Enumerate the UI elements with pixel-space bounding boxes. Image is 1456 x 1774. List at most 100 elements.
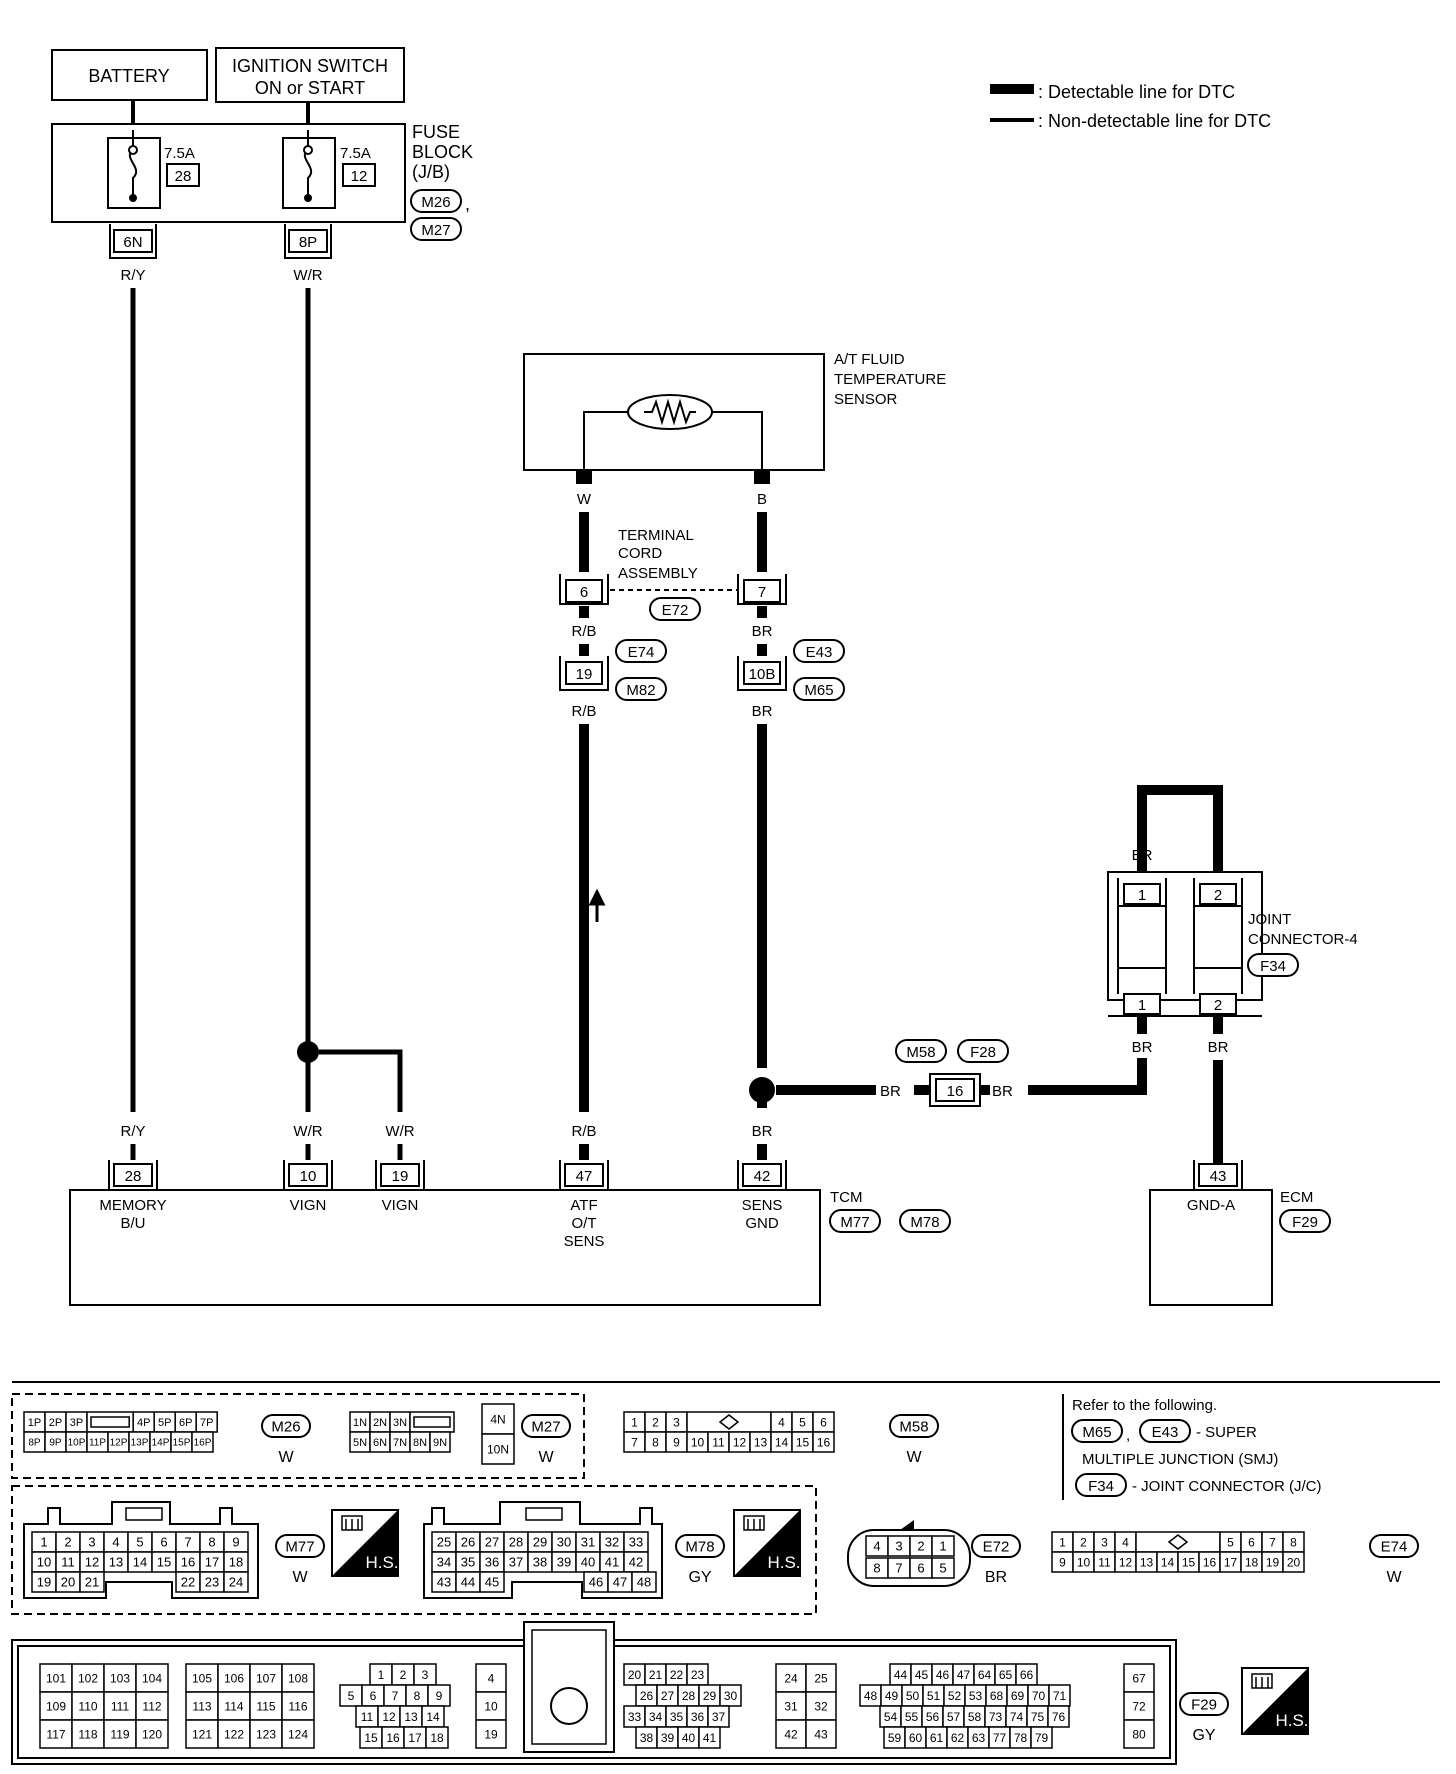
f29-cavity: 106 — [224, 1671, 244, 1685]
svg-text:W/R: W/R — [385, 1123, 414, 1140]
f29-cavity: 62 — [951, 1731, 965, 1745]
svg-text:O/T: O/T — [572, 1215, 597, 1232]
m26-cavity: 14P — [152, 1438, 170, 1449]
f29-cavity: 108 — [288, 1671, 308, 1685]
svg-text:19: 19 — [576, 666, 593, 683]
f29-cavity: 30 — [724, 1689, 738, 1703]
wire-color-wr-top: W/R — [293, 267, 322, 284]
f29-cavity: 3 — [422, 1668, 429, 1682]
m58-cavity: 7 — [631, 1435, 638, 1449]
f29-cavity: 111 — [111, 1699, 130, 1713]
e72-cavity: 3 — [895, 1539, 902, 1554]
m26-cavity: 3P — [70, 1417, 83, 1429]
m77-cavity: 9 — [232, 1535, 239, 1550]
tcm-term-19: 19 — [392, 1168, 409, 1185]
f29-cavity: 117 — [46, 1727, 65, 1741]
e74-cavity: 2 — [1080, 1535, 1087, 1549]
f29-cavity: 112 — [142, 1699, 161, 1713]
m58-cavity: 2 — [652, 1415, 659, 1429]
svg-text:M65: M65 — [804, 682, 833, 699]
thermistor-symbol — [644, 398, 696, 426]
f29-cavity: 17 — [408, 1731, 422, 1745]
m78-cavity: 30 — [557, 1535, 571, 1550]
f29-cavity: 104 — [142, 1671, 162, 1685]
e72-cavity: 8 — [873, 1561, 880, 1576]
m26-cavity: 4P — [137, 1417, 150, 1429]
f29-cavity: 119 — [110, 1727, 129, 1741]
f29-cavity: 11 — [361, 1710, 374, 1724]
battery-box: BATTERY — [51, 49, 208, 101]
m26-cavity: 10P — [68, 1438, 86, 1449]
e74-cavity: 14 — [1161, 1555, 1175, 1569]
m78-cavity: 42 — [629, 1555, 643, 1570]
connector-m78-id: M78 — [685, 1539, 714, 1556]
e74-cavity: 11 — [1098, 1555, 1111, 1569]
svg-text:SENS: SENS — [564, 1233, 605, 1250]
f29-locking-hole — [550, 1687, 588, 1725]
battery-label: BATTERY — [88, 66, 169, 86]
f29-cavity: 5 — [348, 1689, 355, 1703]
m58-cavity: 9 — [673, 1435, 680, 1449]
terminal-8p: 8P — [284, 224, 332, 259]
m78-cavity: 48 — [637, 1575, 651, 1590]
terminal-6n: 6N — [109, 224, 157, 259]
f29-cavity: 23 — [691, 1668, 705, 1682]
svg-text:ATF: ATF — [570, 1197, 597, 1214]
legend-nondetectable-label: : Non-detectable line for DTC — [1038, 111, 1271, 131]
wire-color-br-h2: BR — [992, 1083, 1013, 1100]
m58-cavity: 12 — [733, 1435, 747, 1449]
svg-text:M65: M65 — [1082, 1424, 1111, 1441]
wire-color-rb-2: R/B — [571, 703, 596, 720]
svg-text:2: 2 — [1214, 997, 1222, 1014]
f29-cavity: 37 — [712, 1710, 726, 1724]
f29-cavity: 44 — [894, 1668, 908, 1682]
connector-f29-id: F29 — [1191, 1697, 1217, 1714]
e74-cavity: 9 — [1059, 1555, 1066, 1569]
e72-cavity: 4 — [873, 1539, 880, 1554]
f29-cavity: 7 — [392, 1689, 399, 1703]
joint-label-2: CONNECTOR-4 — [1248, 931, 1358, 948]
svg-text:R/Y: R/Y — [120, 1123, 145, 1140]
m27-cavity: 1N — [353, 1417, 367, 1429]
f29-cavity: 103 — [110, 1671, 130, 1685]
f29-cavity: 20 — [628, 1668, 642, 1682]
e72-cavity: 7 — [895, 1561, 902, 1576]
f29-cavity: 60 — [909, 1731, 923, 1745]
f29-cavity: 71 — [1053, 1689, 1067, 1703]
f29-cavity: 56 — [926, 1710, 940, 1724]
e72-cavity: 6 — [917, 1561, 924, 1576]
m78-cavity: 43 — [437, 1575, 451, 1590]
e74-key-mark — [1167, 1534, 1189, 1550]
e72-cavity: 1 — [939, 1539, 946, 1554]
f29-cavity: 9 — [436, 1689, 443, 1703]
ecm-label: ECM — [1280, 1189, 1313, 1206]
f29-cavity: 33 — [628, 1710, 642, 1724]
f29-cavity: 35 — [670, 1710, 684, 1724]
legend-detectable-swatch — [990, 84, 1034, 94]
f29-cavity: 32 — [814, 1699, 828, 1713]
f29-cavity: 72 — [1132, 1699, 1146, 1713]
m77-cavity: 12 — [85, 1555, 99, 1570]
svg-text:,: , — [1126, 1427, 1130, 1444]
connector-m58-color: W — [906, 1449, 922, 1466]
m26-cavity: 6P — [179, 1417, 192, 1429]
svg-text:E74: E74 — [628, 644, 655, 661]
f29-cavity: 31 — [784, 1699, 798, 1713]
m77-cavity: 1 — [40, 1535, 47, 1550]
f29-cavity: 19 — [484, 1727, 498, 1741]
f29-cavity: 69 — [1011, 1689, 1025, 1703]
svg-text:F29: F29 — [1292, 1214, 1318, 1231]
e74-cavity: 5 — [1227, 1535, 1234, 1549]
m78-cavity: 41 — [605, 1555, 619, 1570]
terminal-cord-pin-7: 7 — [758, 584, 766, 601]
tcm-term-42: 42 — [754, 1168, 771, 1185]
svg-text:MEMORY: MEMORY — [99, 1197, 166, 1214]
m58-cavity: 4 — [778, 1415, 785, 1429]
f29-cavity: 75 — [1031, 1710, 1045, 1724]
fuse-block-label-1: FUSE — [412, 122, 460, 142]
m26-cavity: 5P — [158, 1417, 171, 1429]
f29-cavity: 121 — [192, 1727, 212, 1741]
svg-text:2: 2 — [1214, 887, 1222, 904]
